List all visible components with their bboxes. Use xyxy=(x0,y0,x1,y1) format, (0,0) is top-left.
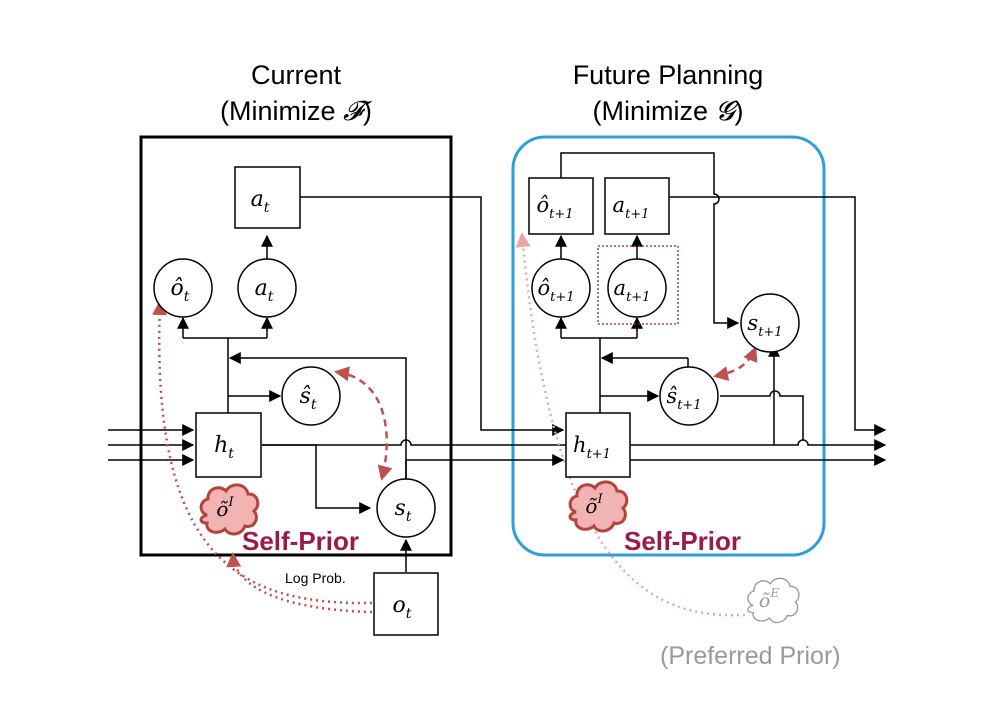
current-title: Current xyxy=(251,60,342,90)
svg-text:õE: õE xyxy=(759,586,779,612)
svg-text:ŝt+1: ŝt+1 xyxy=(666,384,701,413)
node-s-hat-t1: ŝt+1 xyxy=(659,366,719,426)
svg-text:õI: õI xyxy=(216,495,234,521)
self-prior-current-label: Self-Prior xyxy=(242,526,359,556)
svg-text:at+1: at+1 xyxy=(614,276,651,305)
node-s-hat-t: ŝt xyxy=(281,366,341,426)
svg-text:st: st xyxy=(395,496,412,525)
node-s-t1: st+1 xyxy=(740,293,800,353)
node-a-t1-box: at+1 xyxy=(604,177,670,235)
node-a-t1-circle: at+1 xyxy=(607,258,667,318)
future-frame xyxy=(511,135,826,557)
future-title: Future Planning xyxy=(573,60,764,90)
svg-text:at: at xyxy=(255,276,274,305)
cloud-self-prior-future: õI xyxy=(568,480,629,533)
svg-text:õI: õI xyxy=(585,492,603,518)
future-subtitle: (Minimize 𝓖) xyxy=(593,96,744,127)
node-o-t: ot xyxy=(373,572,439,636)
node-h-t1: ht+1 xyxy=(565,412,631,478)
cloud-preferred-prior: õE xyxy=(747,577,800,624)
svg-text:at+1: at+1 xyxy=(613,193,650,222)
svg-text:ôt: ôt xyxy=(171,276,190,305)
connectors xyxy=(108,152,887,572)
cloud-self-prior-current: õI xyxy=(199,483,260,536)
svg-text:at: at xyxy=(251,187,270,216)
node-a-t-circle: at xyxy=(237,258,297,318)
svg-text:ŝt: ŝt xyxy=(300,384,317,413)
current-frame xyxy=(139,135,453,557)
svg-text:ôt+1: ôt+1 xyxy=(537,276,574,305)
a-t1-highlight-box xyxy=(597,245,679,325)
svg-text:st+1: st+1 xyxy=(747,311,782,340)
preferred-prior-label: (Preferred Prior) xyxy=(660,642,841,670)
self-prior-arrows xyxy=(152,232,758,617)
svg-text:ot: ot xyxy=(393,593,412,622)
self-prior-future-label: Self-Prior xyxy=(624,526,741,556)
svg-text:ht: ht xyxy=(214,433,234,462)
node-s-t: st xyxy=(376,478,436,538)
node-o-hat-t1-box: ôt+1 xyxy=(528,177,594,235)
node-o-hat-t1-circle: ôt+1 xyxy=(531,258,591,318)
log-prob-label: Log Prob. xyxy=(285,570,346,586)
node-o-hat-t: ôt xyxy=(153,258,213,318)
node-h-t: ht xyxy=(195,412,262,478)
node-a-t-box: at xyxy=(234,166,301,229)
svg-text:ht+1: ht+1 xyxy=(573,433,611,462)
svg-text:ôt+1: ôt+1 xyxy=(536,193,573,222)
current-subtitle: (Minimize 𝓕) xyxy=(220,96,372,127)
